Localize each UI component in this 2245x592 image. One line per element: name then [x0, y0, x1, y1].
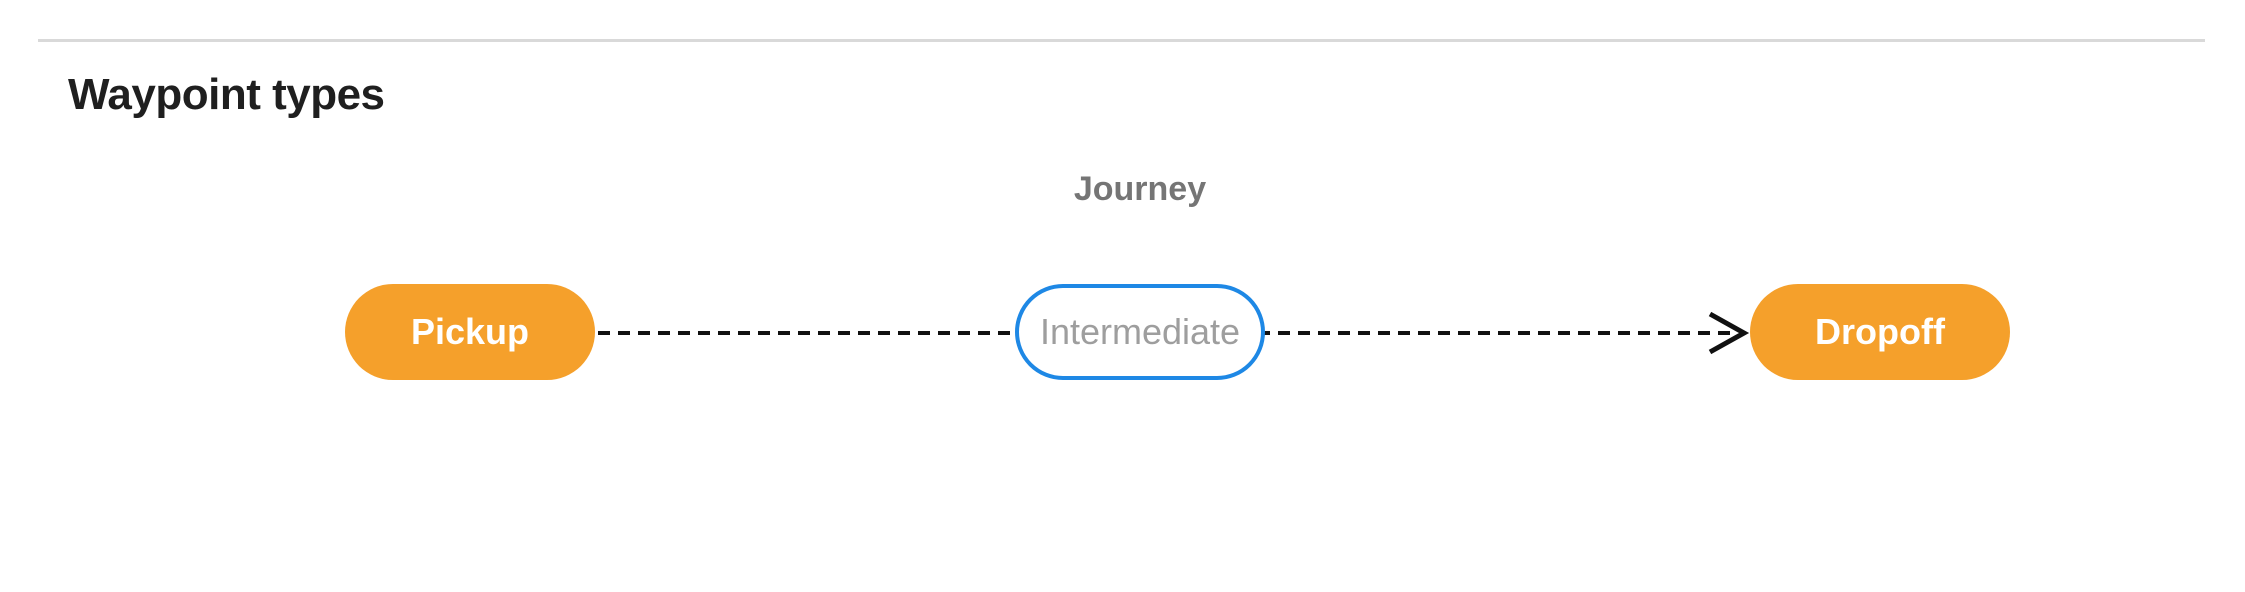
journey-caption: Journey [1073, 170, 1207, 208]
arrow-head-icon [1708, 311, 1750, 355]
node-pickup: Pickup [345, 284, 595, 380]
node-pickup-label: Pickup [410, 311, 530, 352]
node-intermediate-label: Intermediate [1039, 311, 1241, 352]
page-title: Waypoint types [68, 70, 385, 119]
node-dropoff-label: Dropoff [1815, 311, 1945, 352]
top-divider [38, 39, 2205, 42]
node-dropoff: Dropoff [1750, 284, 2010, 380]
node-intermediate: Intermediate [1015, 284, 1265, 380]
